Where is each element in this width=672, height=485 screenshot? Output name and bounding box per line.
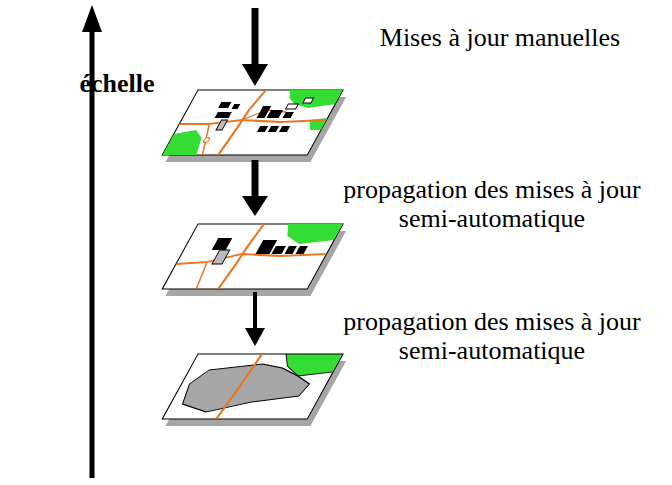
building (283, 112, 294, 118)
building (257, 126, 268, 132)
arrow-head (242, 64, 268, 86)
building (268, 126, 279, 132)
road (192, 124, 219, 155)
propagation-label: propagation des mises à jour semi-automa… (332, 176, 652, 233)
junction (203, 138, 211, 143)
arrow-shaft (253, 292, 257, 330)
building (232, 104, 241, 109)
road (216, 354, 262, 419)
building (212, 250, 230, 264)
building (279, 126, 290, 132)
arrow-shaft (252, 8, 259, 66)
arrow-head (245, 328, 265, 346)
propagation-arrow (245, 292, 265, 346)
medium-map (158, 224, 350, 296)
generalised-map (158, 354, 350, 426)
update-label: Mises à jour manuelles (340, 24, 660, 53)
arrow-head (242, 196, 268, 216)
update-arrow (242, 8, 268, 86)
building (286, 104, 299, 109)
building (296, 246, 308, 254)
building (303, 98, 314, 103)
map-sheet (162, 90, 343, 155)
propagation-arrow (242, 160, 268, 216)
detailed-map (158, 90, 350, 162)
building (218, 102, 231, 108)
map-sheet (162, 224, 343, 289)
road (176, 254, 327, 264)
building (272, 246, 286, 254)
vegetation (277, 224, 343, 244)
axis-head (82, 5, 102, 32)
building (215, 112, 232, 118)
axis-label: échelle (52, 70, 182, 99)
road (179, 120, 326, 124)
building (267, 110, 283, 118)
propagation-label: propagation des mises à jour semi-automa… (332, 308, 652, 365)
building (285, 246, 297, 254)
building (212, 238, 233, 250)
building (216, 120, 228, 130)
arrow-shaft (252, 160, 259, 198)
built-up-area (174, 364, 320, 412)
vegetation (280, 90, 343, 108)
map-sheet (162, 354, 343, 419)
road (192, 262, 211, 289)
